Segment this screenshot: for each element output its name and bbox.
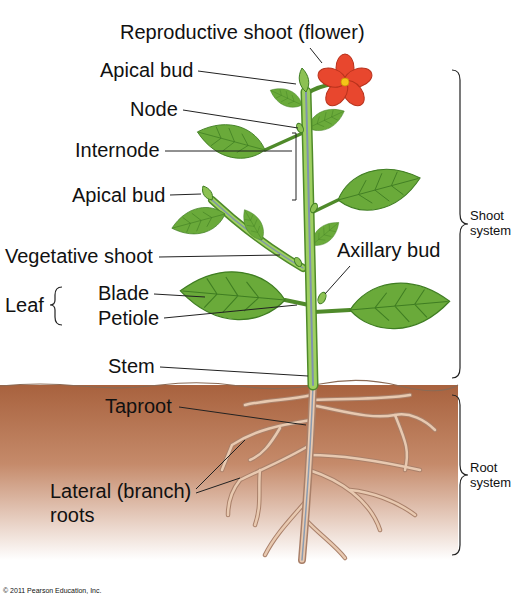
- part-label: Node: [130, 97, 210, 121]
- part-label: Lateral (branch) roots: [50, 479, 200, 527]
- part-label: Reproductive shoot (flower): [120, 20, 420, 44]
- part-label: Taproot: [105, 394, 205, 418]
- part-label: Vegetative shoot: [5, 244, 180, 268]
- soil-line: [0, 380, 458, 390]
- roots: [222, 385, 435, 560]
- system-label: Shoot system: [470, 208, 516, 238]
- flower: [316, 54, 375, 110]
- part-label: Axillary bud: [337, 238, 477, 262]
- leader-lines: [154, 48, 350, 493]
- part-label: Blade: [98, 281, 178, 305]
- system-label: Root system: [470, 460, 516, 490]
- part-label: Stem: [108, 354, 188, 378]
- part-label: Apical bud: [100, 58, 220, 82]
- copyright-note: © 2011 Pearson Education, Inc.: [3, 586, 203, 595]
- part-label: Leaf: [5, 293, 49, 317]
- part-label: Petiole: [98, 306, 178, 330]
- stem: [306, 92, 313, 385]
- braces: [50, 70, 468, 555]
- part-label: Internode: [75, 138, 185, 162]
- soil: [0, 385, 458, 560]
- buds: [202, 68, 327, 305]
- part-label: Apical bud: [72, 183, 192, 207]
- internode-bracket: [292, 133, 296, 200]
